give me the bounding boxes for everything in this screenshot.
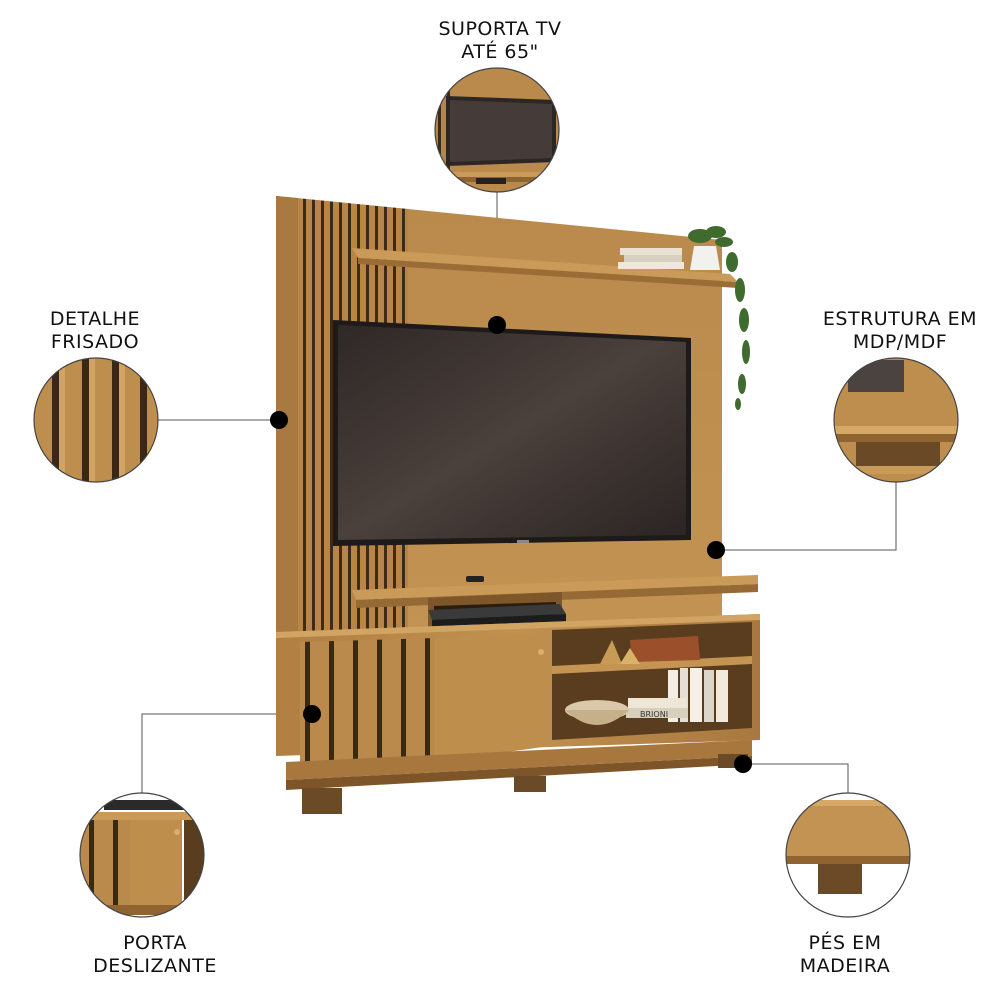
callout-porta-line2: DESLIZANTE <box>93 955 217 977</box>
callout-tv-line2: ATÉ 65" <box>461 41 539 63</box>
detail-porta-circle <box>79 792 205 918</box>
callout-frisado-label: DETALHE FRISADO <box>30 308 160 354</box>
callout-porta-label: PORTA DESLIZANTE <box>70 932 240 978</box>
book-spine-label: BRIONI <box>640 710 668 719</box>
callout-pes-line2: MADEIRA <box>799 955 891 977</box>
callout-estrutura-line2: MDP/MDF <box>852 331 948 353</box>
detail-frisado-circle <box>33 357 159 483</box>
callout-frisado-line2: FRISADO <box>50 331 140 353</box>
callout-tv-label: SUPORTA TV ATÉ 65" <box>400 18 600 64</box>
callout-pes-label: PÉS EM MADEIRA <box>775 932 915 978</box>
callout-estrutura-line1: ESTRUTURA EM <box>822 308 978 330</box>
tv-panel-furniture: BRIONI <box>276 196 760 814</box>
detail-estrutura-circle <box>833 357 959 483</box>
callout-frisado-line1: DETALHE <box>49 308 141 330</box>
callout-estrutura-label: ESTRUTURA EM MDP/MDF <box>815 308 985 354</box>
callout-dots <box>270 316 752 773</box>
callout-pes-line1: PÉS EM <box>808 932 882 954</box>
detail-pes-circle <box>785 792 911 918</box>
callout-tv-line1: SUPORTA TV <box>438 18 562 40</box>
callout-porta-line1: PORTA <box>123 932 187 954</box>
detail-tv-circle <box>434 67 560 193</box>
